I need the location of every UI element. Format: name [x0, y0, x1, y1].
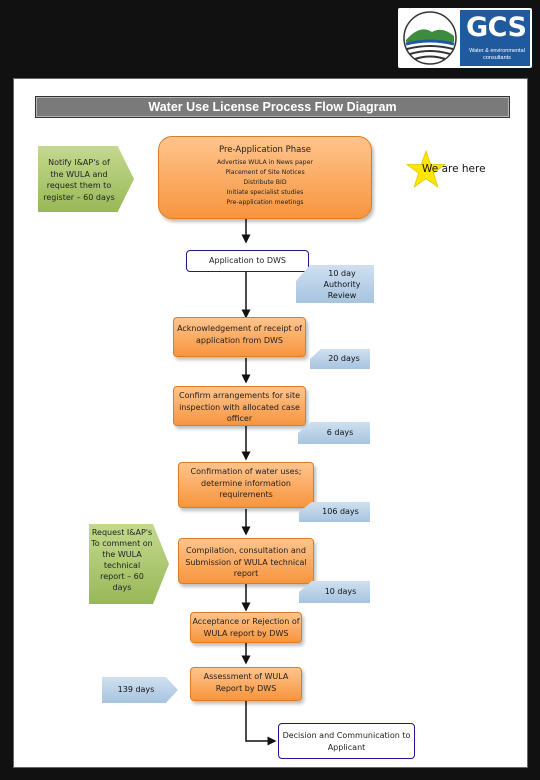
logo-panel: GCS Water & environmental consultants — [460, 10, 530, 66]
compilation-duration: 10 days — [299, 581, 370, 603]
uses-duration: 106 days — [299, 502, 370, 522]
notify-iap-text: Notify I&AP's of the WULA and request th… — [43, 158, 115, 202]
total-duration: 139 days — [102, 677, 178, 703]
confirmation-uses-text: Confirmation of water uses; determine in… — [190, 467, 302, 499]
star-icon — [406, 150, 446, 189]
authority-review-duration: 10 day Authority Review — [296, 265, 374, 303]
decision-text: Decision and Communication to Applicant — [282, 731, 411, 752]
uses-duration-text: 106 days — [322, 507, 359, 516]
flow-connectors — [241, 219, 277, 746]
acceptance-text: Acceptance or Rejection of WULA report b… — [192, 617, 300, 638]
gcs-logo: GCS Water & environmental consultants — [398, 8, 532, 68]
diagram-title: Water Use License Process Flow Diagram — [35, 96, 510, 118]
pre-application-item: Advertise WULA in News paper — [217, 158, 313, 166]
compilation-duration-text: 10 days — [324, 587, 357, 596]
ack-duration: 20 days — [310, 349, 370, 369]
slide: Water Use License Process Flow Diagram P… — [13, 78, 528, 768]
logo-subtitle: Water & environmental consultants — [469, 48, 525, 61]
pre-application-item: Pre-application meetings — [226, 198, 304, 206]
we-are-here-label: We are here — [422, 163, 486, 175]
assessment-step: Assessment of WULA Report by DWS — [190, 667, 302, 701]
pre-application-heading: Pre-Application Phase — [219, 145, 311, 155]
assessment-text: Assessment of WULA Report by DWS — [203, 672, 289, 693]
confirm-site-text: Confirm arrangements for site inspection… — [178, 391, 300, 423]
request-iap-comment-box: Request I&AP's To comment on the WULA te… — [89, 524, 169, 604]
ack-duration-text: 20 days — [328, 354, 360, 363]
pre-application-item: Placement of Site Notices — [225, 168, 305, 176]
acknowledgement-text: Acknowledgement of receipt of applicatio… — [177, 324, 302, 345]
decision-step: Decision and Communication to Applicant — [278, 723, 415, 759]
pre-application-item: Initiate specialist studies — [226, 188, 304, 196]
request-iap-text: Request I&AP's To comment on the WULA te… — [91, 528, 153, 592]
compilation-step: Compilation, consultation and Submission… — [178, 538, 314, 584]
application-text: Application to DWS — [209, 256, 286, 265]
confirm-duration: 6 days — [298, 422, 370, 444]
confirmation-water-uses-step: Confirmation of water uses; determine in… — [178, 462, 314, 508]
pre-application-phase: Pre-Application Phase Advertise WULA in … — [158, 136, 372, 219]
application-to-dws: Application to DWS — [186, 250, 309, 272]
notify-iap-box: Notify I&AP's of the WULA and request th… — [38, 146, 134, 212]
compilation-text: Compilation, consultation and Submission… — [185, 546, 307, 578]
landscape-icon — [403, 11, 457, 65]
arrow-assessment-to-decision — [245, 701, 277, 746]
total-duration-text: 139 days — [117, 685, 155, 694]
authority-review-text: 10 day Authority Review — [323, 269, 361, 300]
pre-application-item: Distribute BID — [243, 178, 287, 186]
acknowledgement-step: Acknowledgement of receipt of applicatio… — [173, 317, 306, 357]
confirm-duration-text: 6 days — [326, 428, 354, 437]
acceptance-rejection-step: Acceptance or Rejection of WULA report b… — [190, 612, 302, 643]
confirm-site-inspection-step: Confirm arrangements for site inspection… — [173, 386, 306, 426]
page-number: 3. — [505, 748, 521, 761]
logo-text: GCS — [466, 12, 527, 43]
